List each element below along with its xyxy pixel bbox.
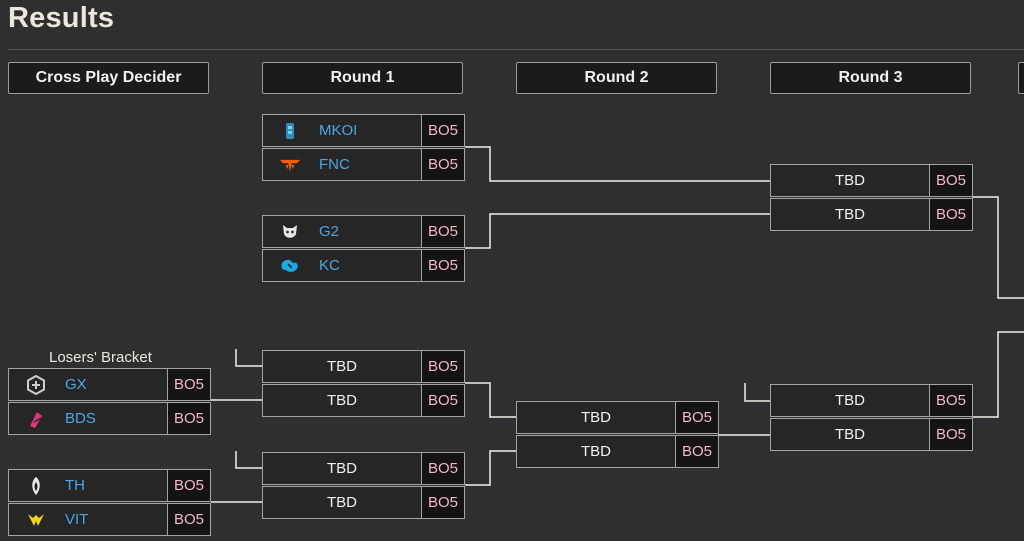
match-round3-1[interactable]: TBD BO5 TBD BO5	[770, 164, 973, 232]
match-slot[interactable]: G2 BO5	[262, 215, 465, 248]
connector-r3b-final	[972, 331, 1024, 418]
match-round2-1[interactable]: TBD BO5 TBD BO5	[516, 401, 719, 469]
best-of-badge: BO5	[929, 199, 972, 230]
losers-bracket-label: Losers' Bracket	[49, 349, 152, 366]
team-name: MKOI	[319, 122, 358, 139]
match-slot[interactable]: TH BO5	[8, 469, 211, 502]
team-kc[interactable]: KC	[263, 250, 421, 281]
best-of-badge: BO5	[167, 504, 210, 535]
team-name: KC	[319, 257, 340, 274]
match-slot[interactable]: TBD BO5	[262, 350, 465, 383]
match-slot[interactable]: GX BO5	[8, 368, 211, 401]
best-of-badge: BO5	[167, 369, 210, 400]
team-name: FNC	[319, 156, 350, 173]
gx-logo-icon	[25, 374, 47, 396]
match-slot[interactable]: TBD BO5	[770, 418, 973, 451]
match-slot[interactable]: MKOI BO5	[262, 114, 465, 147]
connector-r1d-r2a	[465, 450, 516, 486]
match-round1-2[interactable]: G2 BO5 KC BO5	[262, 215, 465, 283]
team-th[interactable]: TH	[9, 470, 167, 501]
g2-logo-icon	[279, 221, 301, 243]
connector-stub-r1d	[235, 451, 262, 469]
team-g2[interactable]: G2	[263, 216, 421, 247]
match-slot[interactable]: TBD BO5	[516, 401, 719, 434]
best-of-badge: BO5	[421, 216, 464, 247]
match-cross-play-1[interactable]: GX BO5 BDS BO5	[8, 368, 211, 436]
best-of-badge: BO5	[421, 385, 464, 416]
team-tbd[interactable]: TBD	[835, 172, 865, 189]
best-of-badge: BO5	[929, 385, 972, 416]
best-of-badge: BO5	[421, 487, 464, 518]
team-name: TH	[65, 477, 85, 494]
team-tbd[interactable]: TBD	[327, 494, 357, 511]
team-bds[interactable]: BDS	[9, 403, 167, 434]
connector-r1b-r3a	[465, 213, 770, 249]
team-name: G2	[319, 223, 340, 240]
best-of-badge: BO5	[929, 419, 972, 450]
fnc-logo-icon	[279, 154, 301, 176]
best-of-badge: BO5	[421, 351, 464, 382]
match-slot[interactable]: FNC BO5	[262, 148, 465, 181]
match-round1-3[interactable]: TBD BO5 TBD BO5	[262, 350, 465, 418]
connector-r1c-r2a	[465, 382, 516, 418]
match-round3-2[interactable]: TBD BO5 TBD BO5	[770, 384, 973, 452]
connector-stub-r1c	[235, 349, 262, 367]
th-logo-icon	[25, 475, 47, 497]
team-gx[interactable]: GX	[9, 369, 167, 400]
best-of-badge: BO5	[167, 470, 210, 501]
match-cross-play-2[interactable]: TH BO5 VIT BO5	[8, 469, 211, 537]
team-tbd[interactable]: TBD	[835, 426, 865, 443]
connector-r1a-r3a	[465, 146, 770, 182]
mkoi-logo-icon	[279, 120, 301, 142]
team-name: VIT	[65, 511, 89, 528]
column-header-partial	[1018, 62, 1024, 94]
best-of-badge: BO5	[421, 453, 464, 484]
connector-stub-r3b	[744, 383, 770, 402]
team-tbd[interactable]: TBD	[835, 206, 865, 223]
team-name: BDS	[65, 410, 96, 427]
team-name: GX	[65, 376, 87, 393]
team-tbd[interactable]: TBD	[835, 392, 865, 409]
kc-logo-icon	[279, 255, 301, 277]
match-slot[interactable]: TBD BO5	[262, 452, 465, 485]
match-round1-4[interactable]: TBD BO5 TBD BO5	[262, 452, 465, 520]
team-vit[interactable]: VIT	[9, 504, 167, 535]
team-tbd[interactable]: TBD	[327, 460, 357, 477]
best-of-badge: BO5	[421, 115, 464, 146]
team-tbd[interactable]: TBD	[581, 443, 611, 460]
match-slot[interactable]: BDS BO5	[8, 402, 211, 435]
match-slot[interactable]: KC BO5	[262, 249, 465, 282]
title-divider	[8, 49, 1024, 50]
match-slot[interactable]: TBD BO5	[262, 384, 465, 417]
match-slot[interactable]: TBD BO5	[770, 164, 973, 197]
team-tbd[interactable]: TBD	[327, 392, 357, 409]
column-header-cross-play: Cross Play Decider	[8, 62, 209, 94]
best-of-badge: BO5	[167, 403, 210, 434]
column-header-round-2: Round 2	[516, 62, 717, 94]
team-tbd[interactable]: TBD	[581, 409, 611, 426]
vit-logo-icon	[25, 509, 47, 531]
match-slot[interactable]: VIT BO5	[8, 503, 211, 536]
match-slot[interactable]: TBD BO5	[770, 198, 973, 231]
team-tbd[interactable]: TBD	[327, 358, 357, 375]
best-of-badge: BO5	[929, 165, 972, 196]
connector-r3a-final	[972, 196, 1024, 299]
best-of-badge: BO5	[675, 436, 718, 467]
best-of-badge: BO5	[675, 402, 718, 433]
match-slot[interactable]: TBD BO5	[516, 435, 719, 468]
team-mkoi[interactable]: MKOI	[263, 115, 421, 146]
match-slot[interactable]: TBD BO5	[262, 486, 465, 519]
page-title: Results	[8, 2, 115, 34]
best-of-badge: BO5	[421, 149, 464, 180]
match-round1-1[interactable]: MKOI BO5 FNC BO5	[262, 114, 465, 182]
column-header-round-3: Round 3	[770, 62, 971, 94]
team-fnc[interactable]: FNC	[263, 149, 421, 180]
column-header-round-1: Round 1	[262, 62, 463, 94]
bds-logo-icon	[25, 408, 47, 430]
match-slot[interactable]: TBD BO5	[770, 384, 973, 417]
best-of-badge: BO5	[421, 250, 464, 281]
